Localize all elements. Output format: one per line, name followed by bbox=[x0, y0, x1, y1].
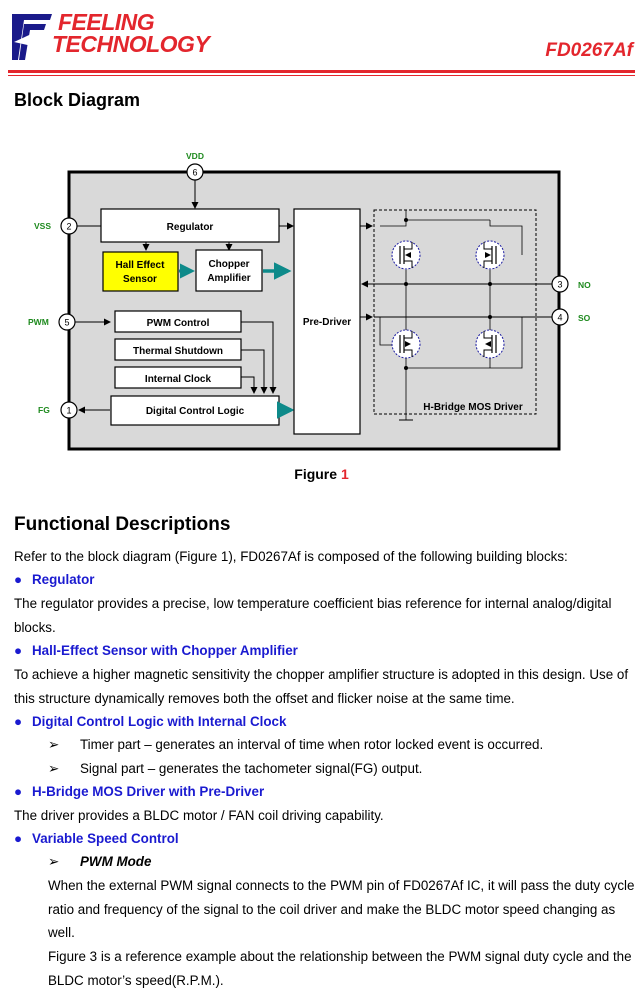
regulator-block bbox=[100, 208, 280, 243]
pwm-control-label: PWM Control bbox=[147, 318, 210, 329]
pre-driver-label: Pre-Driver bbox=[303, 317, 351, 328]
hall-label-line2: Sensor bbox=[123, 274, 157, 285]
pin-no-number: 3 bbox=[557, 280, 562, 290]
pin-vss-label: VSS bbox=[34, 221, 51, 231]
digital-control-logic-label: Digital Control Logic bbox=[146, 406, 245, 417]
dcl-sub-text-2: Signal part – generates the tachometer s… bbox=[80, 761, 423, 776]
bullet-icon: ● bbox=[14, 572, 23, 587]
pin-so-number: 4 bbox=[557, 313, 562, 323]
hall-title: Hall-Effect Sensor with Chopper Amplifie… bbox=[32, 643, 298, 658]
arrow-bullet-icon: ➢ bbox=[48, 761, 60, 776]
dcl-title: Digital Control Logic with Internal Cloc… bbox=[32, 714, 287, 729]
mosfet-top-right-icon bbox=[475, 240, 505, 270]
bullet-icon: ● bbox=[14, 784, 23, 799]
pin-vdd-label: VDD bbox=[186, 151, 204, 161]
pin-pwm-label: PWM bbox=[28, 317, 49, 327]
header-rule-thin bbox=[8, 75, 635, 76]
chopper-amplifier-block bbox=[195, 249, 263, 292]
mosfet-top-left-icon bbox=[391, 240, 421, 270]
hbridge-paragraph: The driver provides a BLDC motor / FAN c… bbox=[14, 808, 384, 823]
pin-vdd-number: 6 bbox=[192, 168, 197, 178]
dcl-sub-text-1: Timer part – generates an interval of ti… bbox=[80, 737, 544, 752]
regulator-label: Regulator bbox=[167, 222, 214, 233]
logo-line1: FEELING bbox=[58, 9, 155, 35]
header-rule bbox=[8, 70, 635, 73]
bullet-icon: ● bbox=[14, 643, 23, 658]
regulator-title: Regulator bbox=[32, 572, 95, 587]
regulator-bullet: ● Regulator bbox=[14, 572, 95, 587]
chopper-label-line1: Chopper bbox=[208, 259, 249, 270]
page-header: FEELING TECHNOLOGY FD0267Af bbox=[0, 0, 643, 78]
logo-line2: TECHNOLOGY bbox=[52, 31, 210, 57]
hall-sensor-block bbox=[102, 251, 179, 292]
pwm-mode-item: ➢ PWM Mode bbox=[48, 854, 151, 870]
h-bridge-label: H-Bridge MOS Driver bbox=[423, 402, 523, 413]
mosfet-bottom-right-icon bbox=[475, 329, 505, 359]
pin-no-label: NO bbox=[578, 280, 591, 290]
figure-label: Figure bbox=[294, 466, 338, 482]
digital-control-logic-block bbox=[110, 395, 280, 426]
hall-label-line1: Hall Effect bbox=[116, 260, 166, 271]
hbridge-bullet: ● H-Bridge MOS Driver with Pre-Driver bbox=[14, 784, 264, 799]
arrow-bullet-icon: ➢ bbox=[48, 854, 60, 869]
hbridge-title: H-Bridge MOS Driver with Pre-Driver bbox=[32, 784, 265, 799]
pin-fg-number: 1 bbox=[66, 406, 71, 416]
pre-driver-block bbox=[293, 208, 361, 435]
dcl-sub-item-2: ➢ Signal part – generates the tachometer … bbox=[48, 761, 422, 777]
bullet-icon: ● bbox=[14, 714, 23, 729]
hall-paragraph: To achieve a higher magnetic sensitivity… bbox=[14, 667, 629, 706]
vsc-title: Variable Speed Control bbox=[32, 831, 179, 846]
intro-paragraph: Refer to the block diagram (Figure 1), F… bbox=[14, 549, 568, 564]
mosfet-bottom-left-icon bbox=[391, 329, 421, 359]
figure-caption: Figure 1 bbox=[0, 466, 643, 482]
pin-so-label: SO bbox=[578, 313, 591, 323]
vsc-bullet: ● Variable Speed Control bbox=[14, 831, 179, 846]
pin-fg-label: FG bbox=[38, 405, 50, 415]
internal-clock-label: Internal Clock bbox=[145, 374, 212, 385]
figure-number: 1 bbox=[340, 466, 349, 482]
chopper-label-line2: Amplifier bbox=[207, 273, 250, 284]
block-diagram-heading: Block Diagram bbox=[14, 90, 141, 110]
h-bridge-region bbox=[373, 209, 537, 415]
pwm-mode-title: PWM Mode bbox=[80, 854, 152, 869]
bullet-icon: ● bbox=[14, 831, 23, 846]
company-logo-icon bbox=[12, 14, 52, 60]
pin-pwm-number: 5 bbox=[64, 318, 69, 328]
block-diagram: VDD 6 VSS 2 PWM 5 FG 1 3 NO 4 SO Regulat… bbox=[28, 151, 591, 451]
hall-bullet: ● Hall-Effect Sensor with Chopper Amplifi… bbox=[14, 643, 298, 658]
regulator-paragraph: The regulator provides a precise, low te… bbox=[14, 596, 612, 635]
pin-fg bbox=[60, 401, 78, 419]
arrow-bullet-icon: ➢ bbox=[48, 737, 60, 752]
thermal-shutdown-label: Thermal Shutdown bbox=[133, 346, 223, 357]
pin-vss-number: 2 bbox=[66, 222, 71, 232]
dcl-sub-item-1: ➢ Timer part – generates an interval of t… bbox=[48, 737, 543, 753]
dcl-bullet: ● Digital Control Logic with Internal Clo… bbox=[14, 714, 286, 729]
part-number: FD0267Af bbox=[545, 40, 633, 61]
pwm-mode-paragraph-2: Figure 3 is a reference example about th… bbox=[48, 949, 632, 988]
functional-descriptions-heading: Functional Descriptions bbox=[14, 514, 231, 535]
pwm-mode-paragraph-1: When the external PWM signal connects to… bbox=[48, 878, 635, 940]
